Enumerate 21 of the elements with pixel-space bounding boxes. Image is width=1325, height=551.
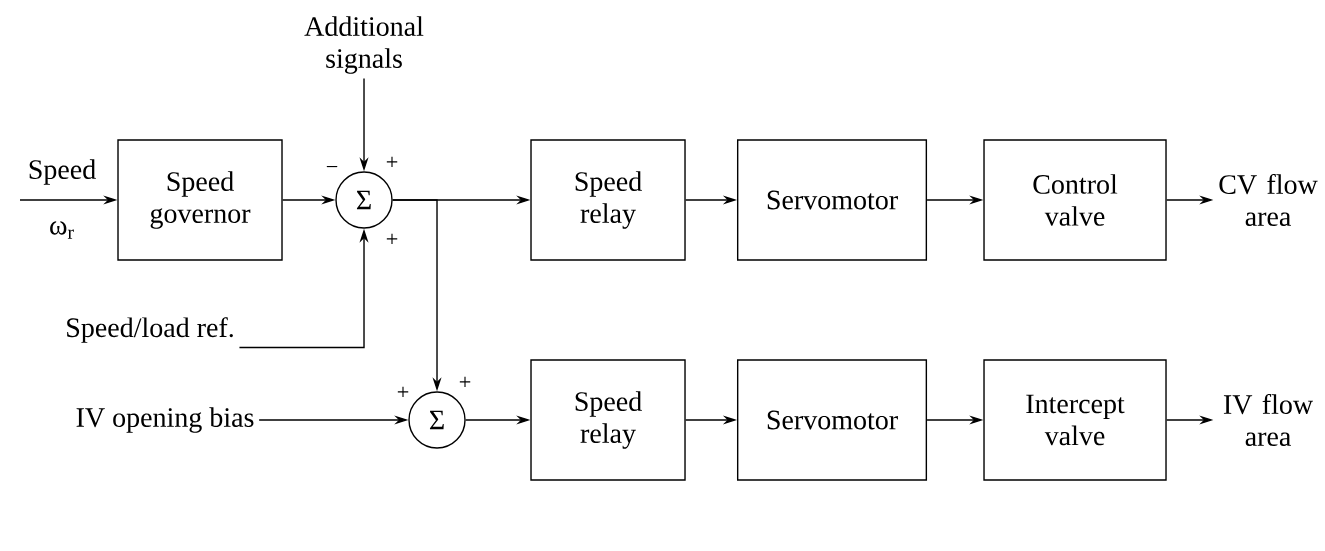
sign-label: + (397, 386, 409, 398)
input-label: Additional signals (304, 16, 424, 74)
block-box: Intercept valve (983, 359, 1167, 481)
sign-label: − (326, 166, 338, 168)
summing-junction: Σ (408, 391, 466, 449)
sign-label: + (386, 233, 398, 245)
input-label: ω$_{r}$ (50, 221, 74, 239)
output-label: IV flow area (1223, 394, 1313, 446)
output-label: CV flow area (1219, 174, 1318, 226)
block-box: Servomotor (736, 139, 928, 261)
sign-label: + (386, 156, 398, 168)
block-box: Speed relay (530, 139, 686, 261)
sign-label: + (459, 376, 471, 388)
block-box: Control valve (983, 139, 1167, 261)
input-label: IV opening bias (76, 407, 254, 433)
input-label: Speed (29, 159, 96, 185)
block-box: Speed relay (530, 359, 686, 481)
summing-junction: Σ (335, 171, 393, 229)
input-label: Speed/load ref. (67, 317, 233, 343)
block-box: Servomotor (736, 359, 928, 481)
block-box: Speed governor (117, 139, 283, 261)
